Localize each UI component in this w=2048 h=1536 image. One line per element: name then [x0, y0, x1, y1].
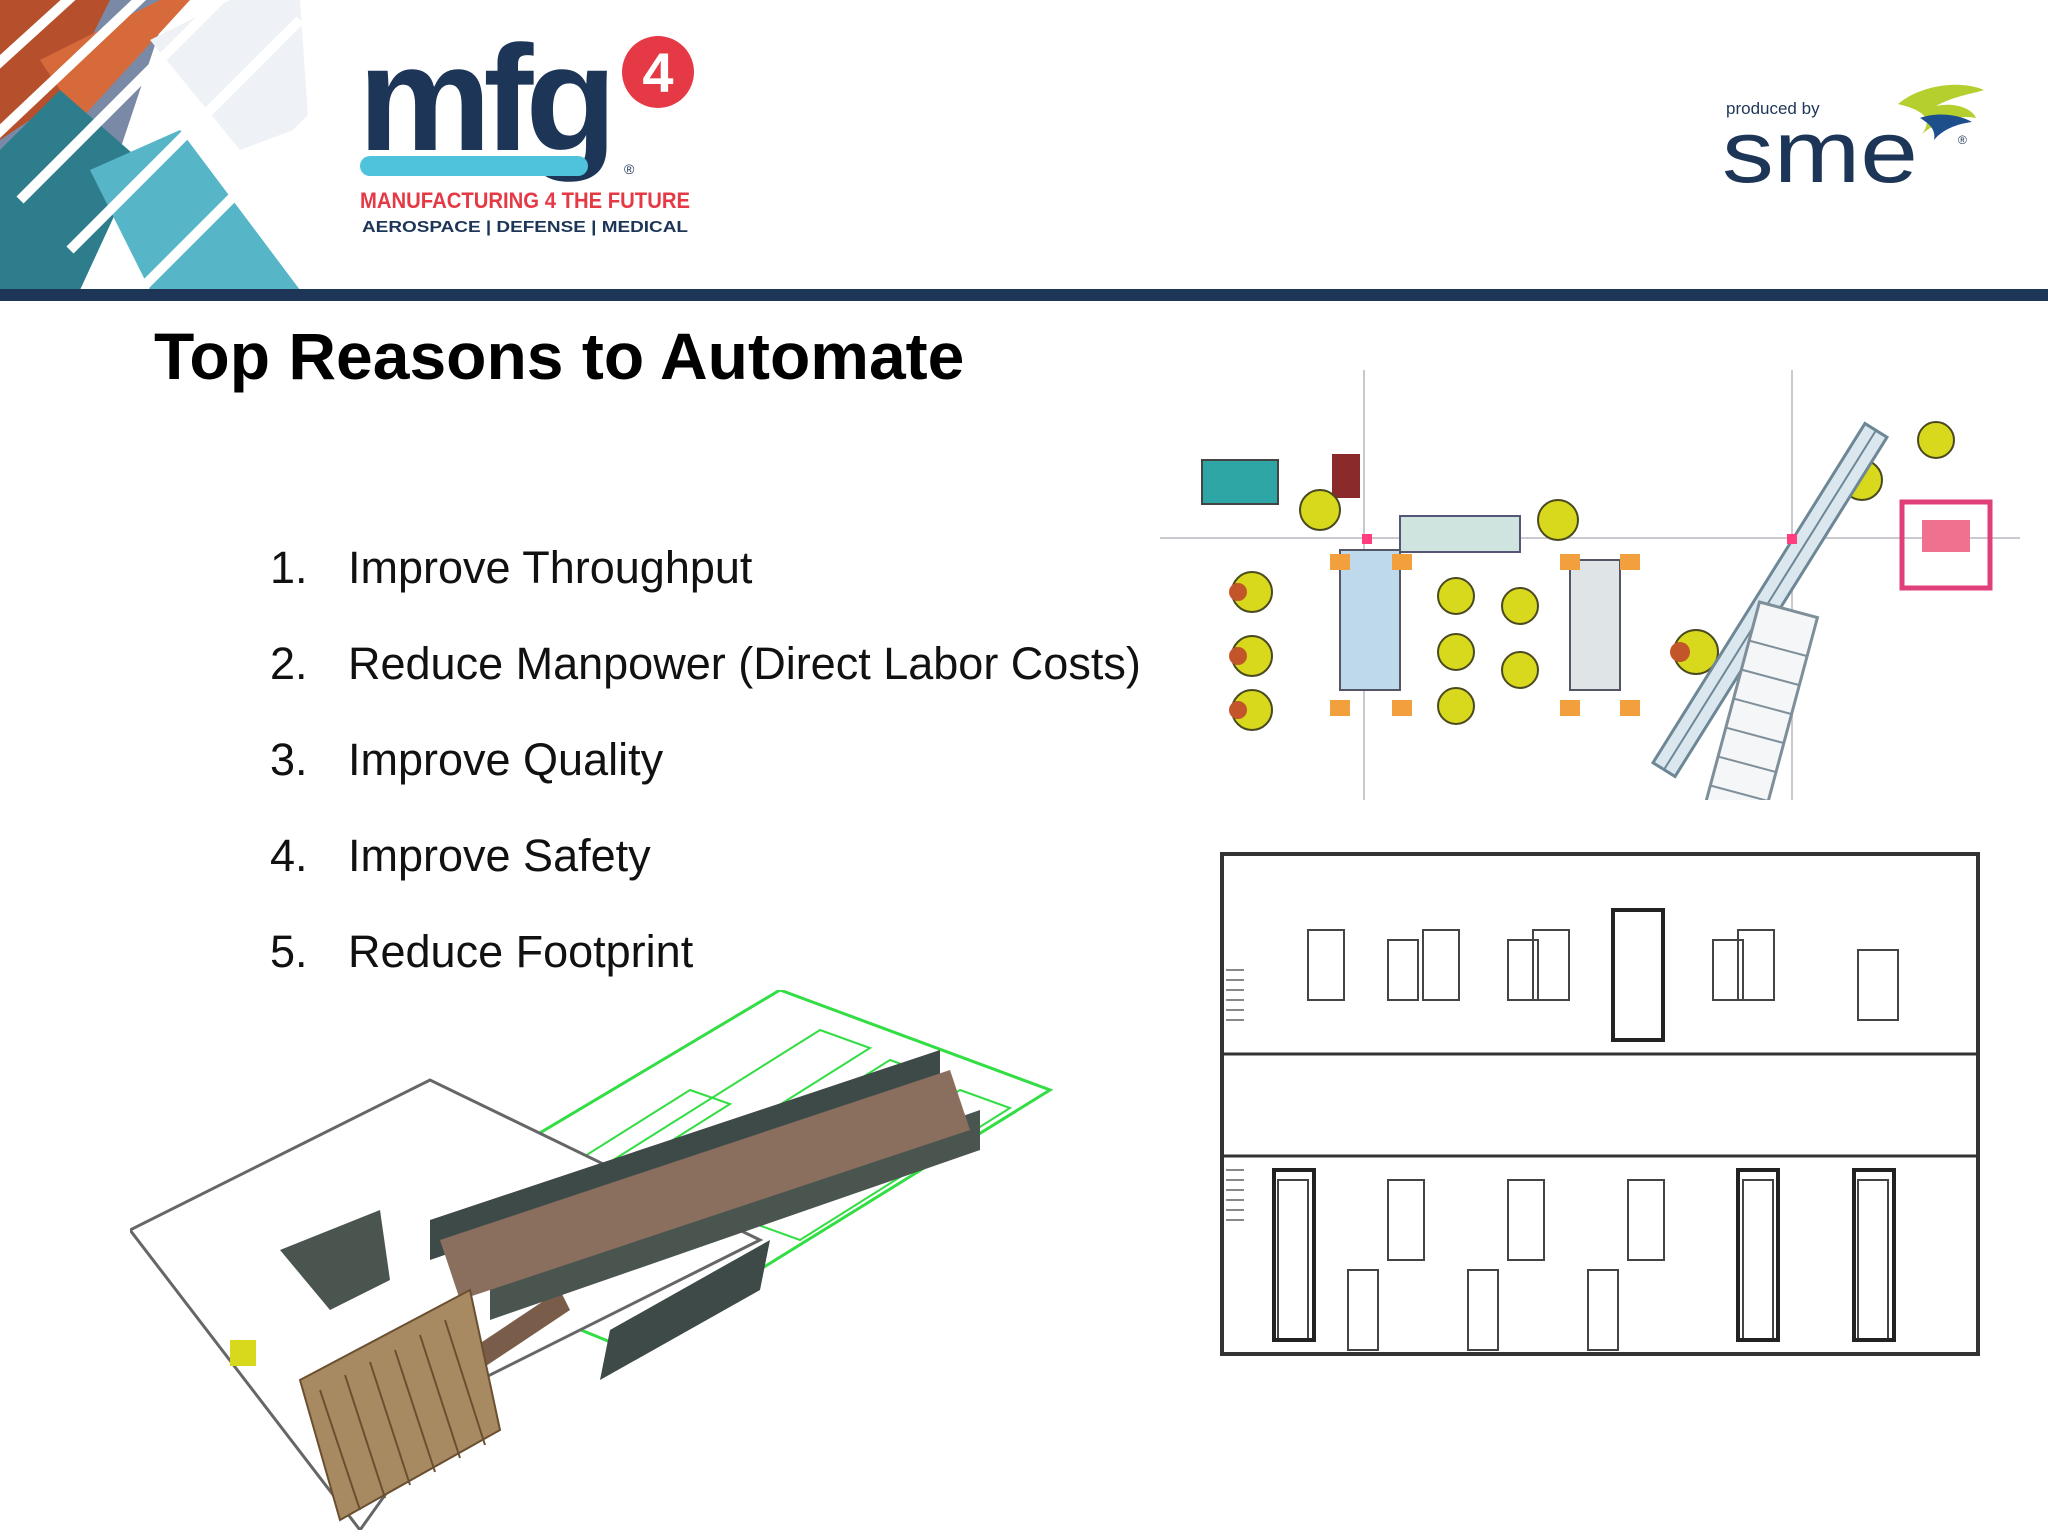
reason-item: 2. Reduce Manpower (Direct Labor Costs) [270, 616, 1141, 712]
sme-swoosh [1898, 84, 1984, 134]
reason-text: Improve Quality [348, 734, 664, 785]
reason-item: 5. Reduce Footprint [270, 904, 1141, 1000]
reason-item: 3. Improve Quality [270, 712, 1141, 808]
mfg-subtagline: AEROSPACE | DEFENSE | MEDICAL [362, 219, 688, 236]
mfg4-logo: mfg 4 ® MANUFACTURING 4 THE FUTURE AEROS… [358, 26, 694, 236]
reason-text: Improve Throughput [348, 542, 753, 593]
sme-registered-mark: ® [1958, 133, 1967, 147]
reason-number: 4. [270, 830, 308, 881]
reason-item: 4. Improve Safety [270, 808, 1141, 904]
robot-cell-layout-image [1160, 370, 2020, 800]
reason-number: 2. [270, 638, 308, 689]
registered-mark: ® [624, 161, 635, 177]
reason-number: 5. [270, 926, 308, 977]
sme-wordmark: sme [1722, 102, 1918, 198]
slide-title: Top Reasons to Automate [154, 319, 965, 393]
isometric-plant-layout-image [130, 990, 1054, 1530]
floor-plan-drawing [1220, 852, 1980, 1356]
reason-text: Reduce Manpower (Direct Labor Costs) [348, 638, 1141, 689]
sme-produced-by: produced by [1726, 99, 1820, 118]
reason-text: Improve Safety [348, 830, 651, 881]
reason-text: Reduce Footprint [348, 926, 694, 977]
reason-item: 1. Improve Throughput [270, 520, 1141, 616]
mfg-underline-bar [360, 156, 588, 176]
sme-logo: produced by sme ® [1722, 84, 1984, 198]
reason-number: 3. [270, 734, 308, 785]
reason-number: 1. [270, 542, 308, 593]
superscript-badge [622, 36, 694, 108]
corner-decorative-art [0, 0, 320, 290]
sme-swoosh-inner [1920, 114, 1972, 140]
header-band [0, 0, 2048, 290]
superscript-four: 4 [642, 41, 673, 104]
header-divider [0, 289, 2048, 301]
mfg-tagline: MANUFACTURING 4 THE FUTURE [360, 188, 690, 213]
reasons-list: 1. Improve Throughput 2. Reduce Manpower… [270, 520, 1141, 1000]
